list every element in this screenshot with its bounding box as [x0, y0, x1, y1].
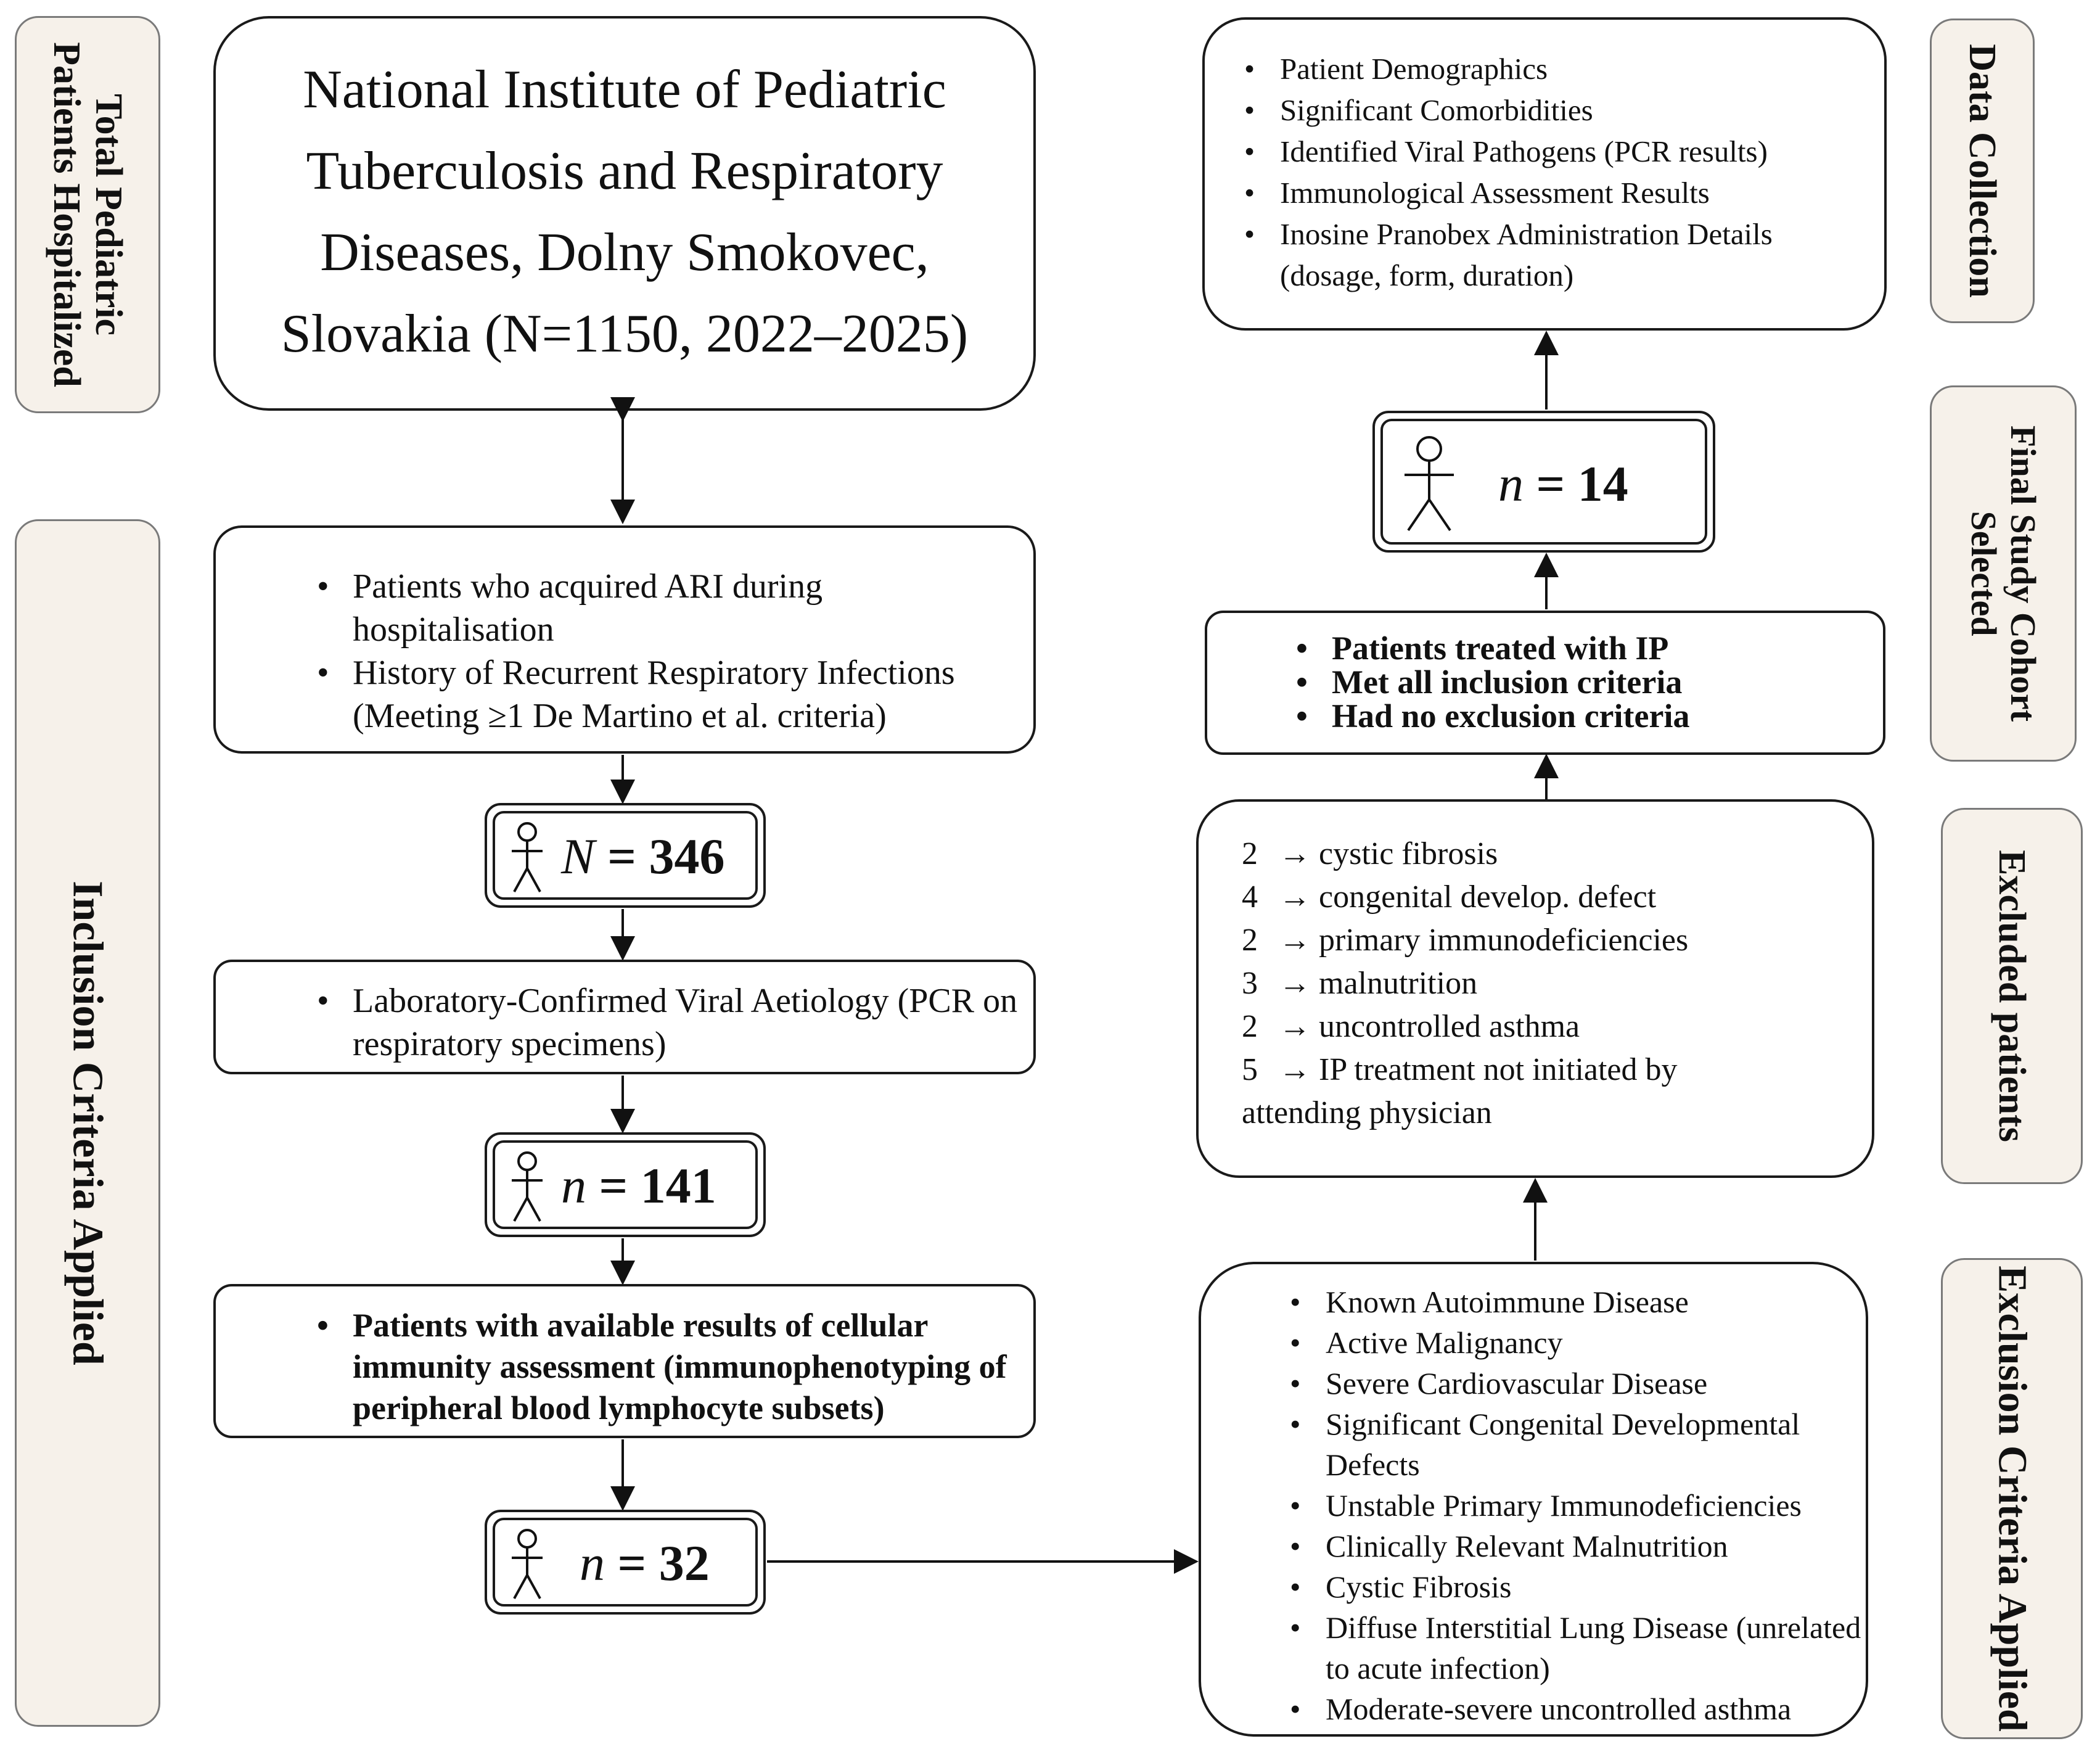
- data-collection-item: Identified Viral Pathogens (PCR results): [1229, 131, 1877, 172]
- exclusion-item: Active Malignancy: [1275, 1322, 1867, 1363]
- excluded-reason: → primary immunodeficiencies: [1279, 923, 1689, 958]
- person-icon: [512, 1529, 543, 1599]
- side-label-excluded-patients: Excluded patients: [1941, 808, 2083, 1184]
- exclusion-item: Clinically Relevant Malnutrition: [1275, 1526, 1867, 1566]
- exclusion-item: Cystic Fibrosis: [1275, 1566, 1867, 1607]
- patient-count-14: n = 14: [1372, 411, 1715, 553]
- excluded-count: 5: [1242, 1052, 1258, 1087]
- count-variable: N: [561, 828, 595, 884]
- patient-count-141: n = 141: [485, 1132, 766, 1237]
- count-variable: n: [1498, 456, 1524, 512]
- data-collection-item: Inosine Pranobex Administration Details …: [1229, 213, 1877, 296]
- final-criteria-box: Patients treated with IP Met all inclusi…: [1205, 611, 1885, 755]
- person-icon: [512, 1151, 543, 1222]
- excluded-row: 2 → uncontrolled asthma: [1242, 1005, 1858, 1048]
- excluded-row: 4 → congenital develop. defect: [1242, 876, 1858, 919]
- excluded-row: 5 → IP treatment not initiated by: [1242, 1048, 1858, 1092]
- side-label-exclusion-criteria: Exclusion Criteria Applied: [1941, 1258, 2083, 1739]
- count-value: 14: [1577, 456, 1628, 512]
- excluded-row: 3 → malnutrition: [1242, 962, 1858, 1005]
- criteria-item: Laboratory-Confirmed Viral Aetiology (PC…: [302, 979, 1023, 1066]
- excluded-count: 2: [1242, 836, 1258, 871]
- exclusion-item: Unstable Primary Immunodeficiencies: [1275, 1485, 1867, 1526]
- inclusion-criteria-box-viral: Laboratory-Confirmed Viral Aetiology (PC…: [213, 960, 1036, 1074]
- excluded-reason: → cystic fibrosis: [1279, 836, 1498, 871]
- patient-count-346: N = 346: [485, 803, 766, 908]
- count-equals: =: [586, 1158, 641, 1214]
- person-icon: [1405, 436, 1454, 532]
- exclusion-item: Known Autoimmune Disease: [1275, 1282, 1867, 1322]
- data-collection-item: Significant Comorbidities: [1229, 89, 1877, 131]
- exclusion-item: Significant Congenital Developmental Def…: [1275, 1404, 1867, 1485]
- excluded-continuation: attending physician: [1242, 1095, 1492, 1130]
- header-line: Slovakia (N=1150, 2022–2025): [281, 304, 969, 364]
- criteria-item: History of Recurrent Respiratory Infecti…: [302, 651, 1017, 738]
- count-value: 32: [658, 1535, 710, 1591]
- excluded-count: 3: [1242, 966, 1258, 1001]
- excluded-row: 2 → cystic fibrosis: [1242, 833, 1858, 876]
- person-icon: [512, 822, 543, 892]
- excluded-reason: → malnutrition: [1279, 966, 1478, 1001]
- excluded-count: 4: [1242, 879, 1258, 915]
- exclusion-item: Moderate-severe uncontrolled asthma: [1275, 1689, 1867, 1729]
- count-equals: =: [605, 1535, 659, 1591]
- header-line: National Institute of Pediatric: [303, 60, 946, 120]
- exclusion-criteria-box: Known Autoimmune Disease Active Malignan…: [1199, 1262, 1868, 1737]
- excluded-patients-box: 2 → cystic fibrosis 4 → congenital develop…: [1196, 799, 1874, 1178]
- inclusion-criteria-box-ari: Patients who acquired ARI during hospita…: [213, 525, 1036, 754]
- inclusion-criteria-box-immunity: Patients with available results of cellu…: [213, 1284, 1036, 1438]
- excluded-reason: → congenital develop. defect: [1279, 879, 1657, 915]
- institute-header-box: National Institute of Pediatric Tubercul…: [213, 16, 1036, 411]
- header-line: Tuberculosis and Respiratory: [306, 141, 943, 201]
- patient-count-32: n = 32: [485, 1510, 766, 1615]
- count-variable: n: [580, 1535, 605, 1591]
- excluded-count: 2: [1242, 1009, 1258, 1044]
- data-collection-item: Patient Demographics: [1229, 48, 1877, 89]
- excluded-reason: → uncontrolled asthma: [1279, 1009, 1580, 1044]
- criteria-item: Patients with available results of cellu…: [302, 1305, 1030, 1429]
- excluded-reason: → IP treatment not initiated by: [1279, 1052, 1678, 1087]
- excluded-count: 2: [1242, 923, 1258, 958]
- criteria-item: Patients who acquired ARI during hospita…: [302, 565, 1017, 651]
- data-collection-box: Patient Demographics Significant Comorbi…: [1202, 17, 1887, 331]
- exclusion-item: Diffuse Interstitial Lung Disease (unrel…: [1275, 1607, 1867, 1689]
- header-line: Diseases, Dolny Smokovec,: [320, 223, 929, 282]
- final-criteria-item: Patients treated with IP: [1281, 632, 1873, 666]
- side-label-inclusion-criteria: Inclusion Criteria Applied: [15, 519, 160, 1727]
- side-label-data-collection: Data Collection: [1930, 19, 2035, 323]
- final-criteria-item: Had no exclusion criteria: [1281, 699, 1873, 734]
- count-value: 141: [640, 1158, 716, 1214]
- count-equals: =: [1524, 456, 1578, 512]
- side-label-total-hospitalized: Total Pediatric Patients Hospitalized: [15, 16, 160, 413]
- count-value: 346: [649, 828, 725, 884]
- final-criteria-item: Met all inclusion criteria: [1281, 665, 1873, 700]
- data-collection-item: Immunological Assessment Results: [1229, 172, 1877, 213]
- count-equals: =: [594, 828, 649, 884]
- side-label-final-cohort: Final Study Cohort Selected: [1930, 385, 2077, 762]
- excluded-row: 2 → primary immunodeficiencies: [1242, 919, 1858, 962]
- exclusion-item: Severe Cardiovascular Disease: [1275, 1363, 1867, 1404]
- count-variable: n: [561, 1158, 586, 1214]
